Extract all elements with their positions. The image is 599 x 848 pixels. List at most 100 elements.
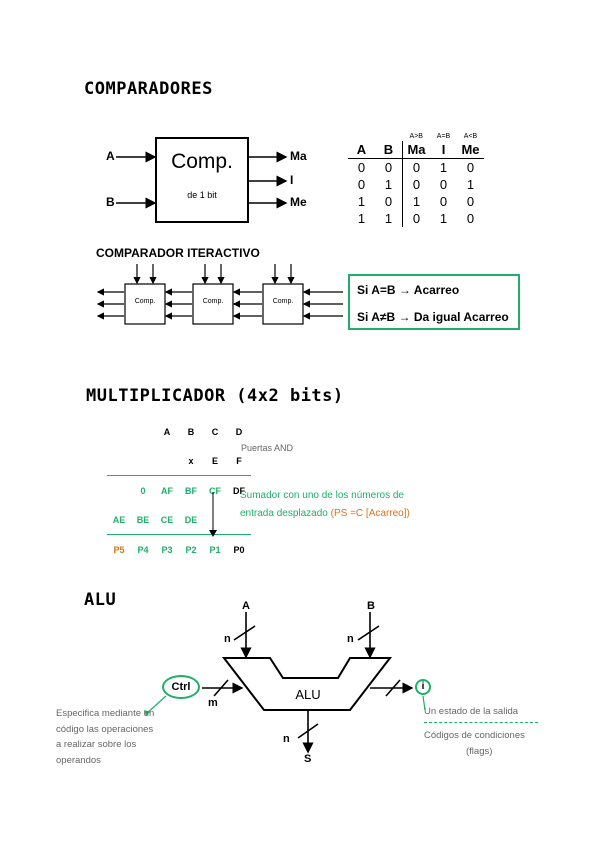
alu-shape (221, 657, 393, 711)
mult-cell: E (211, 455, 218, 466)
header-cell: Me (457, 141, 484, 159)
input-a-label: A (106, 149, 115, 163)
flag-circle: i (415, 679, 431, 695)
mult-cell: F (236, 455, 242, 466)
iter-block-label: Comp. (272, 298, 294, 305)
mult-cell: AE (112, 514, 126, 525)
mult-cell: P2 (185, 544, 197, 555)
mult-cell: x (188, 455, 194, 466)
header-cell: A (348, 141, 375, 159)
note-sumador: Sumador con uno de los números de (240, 490, 404, 501)
table-cell: 1 (357, 211, 366, 226)
rule-equal: Si A=B → Acarreo (357, 283, 460, 297)
header-cell: Ma (402, 141, 430, 159)
alu-label: ALU (295, 687, 321, 702)
flag-divider (424, 722, 538, 723)
mult-cell (131, 446, 155, 476)
mult-cell: A (163, 426, 171, 437)
table-cell: 0 (466, 211, 475, 226)
iter-block-2 (192, 283, 234, 325)
m-label: m (208, 697, 218, 709)
mult-cell: D (235, 426, 243, 437)
rule-not-equal: Si A≠B → Da igual Acarreo (357, 310, 509, 324)
iter-block-label: Comp. (134, 298, 156, 305)
section-title-alu: ALU (84, 590, 117, 610)
output-me-label: Me (290, 195, 307, 209)
table-row: 0 0 0 1 0 (348, 158, 484, 176)
mult-cell: AF (161, 485, 173, 496)
n-label-s: n (283, 733, 290, 745)
table-row: 1 0 1 0 0 (348, 193, 484, 210)
table-cell: 0 (466, 160, 475, 175)
mult-cell: DE (184, 514, 198, 525)
comparator-block (155, 137, 249, 223)
mult-row: A B C D (107, 417, 251, 446)
table-cell: 0 (384, 160, 393, 175)
output-ma-label: Ma (290, 149, 307, 163)
mult-cell: P5 (113, 544, 125, 555)
mult-cell: DF (233, 485, 245, 496)
iter-block-label: Comp. (202, 298, 224, 305)
mult-cell: C (211, 426, 219, 437)
note-and: Puertas AND (241, 443, 294, 453)
alu-input-b: B (367, 600, 375, 612)
output-i-label: I (290, 173, 294, 187)
flag-note-1: Un estado de la salida (424, 706, 519, 717)
table-cell: 0 (466, 194, 475, 209)
multiplier-table: A B C D x E F 0 AF BF CF DF AE BE CE DE (107, 417, 251, 564)
flag-pointer (422, 695, 426, 711)
carry-arrow (209, 492, 217, 537)
table-cell: 1 (384, 177, 393, 192)
comparator-diagram (116, 137, 288, 223)
mult-cell: P4 (137, 544, 149, 555)
mult-cell: P3 (161, 544, 173, 555)
mult-row: 0 AF BF CF DF (107, 475, 251, 506)
table-cell: 0 (439, 177, 448, 192)
mult-row: x E F (107, 446, 251, 476)
alu-diagram (202, 612, 414, 754)
n-label-b: n (347, 633, 354, 645)
ctrl-pointer (144, 695, 167, 716)
mult-cell (131, 417, 155, 446)
iterative-comparator-diagram (96, 264, 343, 325)
mult-cell: P0 (233, 544, 245, 555)
note-sumador-2: entrada desplazado (PS =C [Acarreo]) (240, 508, 410, 519)
table-cell: 1 (439, 211, 448, 226)
mult-row: AE BE CE DE (107, 505, 251, 535)
header-cell: I (430, 141, 457, 159)
ctrl-note-line: operandos (56, 754, 101, 766)
flag-note-2: Códigos de condiciones (424, 730, 525, 741)
alu-output-s: S (304, 753, 312, 765)
mult-cell: BF (185, 485, 197, 496)
table-cell: 0 (402, 158, 430, 176)
flag-note-3: (flags) (466, 746, 493, 757)
table-cell: 0 (402, 176, 430, 193)
ctrl-note: Especifica mediante un código las operac… (56, 706, 172, 768)
table-row: 1 1 0 1 0 (348, 210, 484, 227)
mult-cell: B (187, 426, 195, 437)
ctrl-note-line: código las operaciones (56, 723, 154, 735)
truth-table: A>B A=B A<B A B Ma I Me 0 0 0 1 0 0 1 0 … (348, 131, 484, 227)
mult-cell: CE (160, 514, 174, 525)
table-cell: 0 (357, 177, 366, 192)
table-row: 0 1 0 0 1 (348, 176, 484, 193)
ctrl-note-line: Especifica mediante un (56, 708, 155, 719)
section-title-comparadores: COMPARADORES (84, 79, 213, 99)
section-title-multiplicador: MULTIPLICADOR (4x2 bits) (86, 386, 344, 406)
top-label: A>B (409, 132, 423, 140)
ctrl-ellipse: Ctrl (162, 675, 200, 699)
mult-cell: BE (136, 514, 150, 525)
table-cell: 1 (466, 177, 475, 192)
mult-cell: CF (209, 485, 221, 496)
mult-cell: P1 (209, 544, 221, 555)
table-cell: 1 (357, 194, 366, 209)
iterativo-title: COMPARADOR ITERACTIVO (96, 246, 260, 260)
table-cell: 1 (439, 160, 448, 175)
note-sumador-carry: (PS =C [Acarreo]) (330, 508, 410, 519)
table-cell: 1 (402, 193, 430, 210)
mult-cell: 0 (140, 485, 146, 496)
header-cell: B (375, 141, 403, 159)
comparator-name: Comp. (171, 150, 233, 173)
iter-block-3 (262, 283, 304, 325)
top-label: A=B (436, 132, 451, 140)
